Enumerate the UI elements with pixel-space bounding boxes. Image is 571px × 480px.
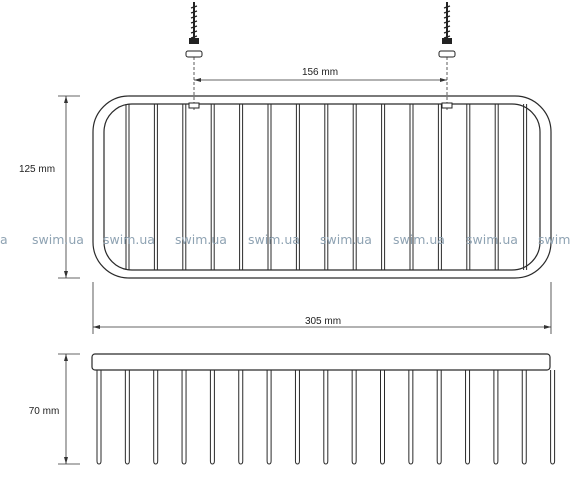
basket-top-view	[92, 95, 552, 279]
side-wire	[96, 370, 102, 465]
mount-spacing-dimension: 156 mm	[194, 67, 447, 82]
side-wire	[521, 370, 527, 465]
watermark-4: swim.ua	[248, 232, 300, 247]
watermark-6: swim.ua	[393, 232, 445, 247]
watermark-5: swim.ua	[320, 232, 372, 247]
width-dimension: 305 mm	[92, 282, 552, 334]
watermark-row: a swim.ua swim.ua swim.ua swim.ua swim.u…	[0, 232, 570, 247]
side-wire	[550, 370, 556, 465]
mount-spacing-label: 156 mm	[302, 67, 338, 78]
watermark-7: swim.ua	[466, 232, 518, 247]
width-label: 305 mm	[305, 316, 341, 327]
side-wire	[351, 370, 357, 465]
depth-dimension: 125 mm	[19, 95, 80, 279]
side-wire	[124, 370, 130, 465]
side-wire	[436, 370, 442, 465]
side-wire	[266, 370, 272, 465]
side-wire	[408, 370, 414, 465]
basket-bars-side	[96, 370, 556, 465]
watermark-partial-right: swim	[538, 232, 570, 247]
side-wire	[294, 370, 300, 465]
watermark-1: swim.ua	[32, 232, 84, 247]
side-wire	[209, 370, 215, 465]
watermark-2: swim.ua	[103, 232, 155, 247]
side-wire	[380, 370, 385, 465]
left-screw-icon	[185, 2, 203, 112]
side-wire	[181, 370, 187, 465]
basket-side-view	[91, 353, 556, 465]
side-wire	[323, 370, 329, 465]
watermark-partial-left: a	[0, 232, 8, 247]
side-wire	[493, 370, 499, 465]
watermark-3: swim.ua	[175, 232, 227, 247]
height-dimension: 70 mm	[29, 353, 80, 465]
basket-bars-top	[125, 104, 528, 270]
depth-label: 125 mm	[19, 164, 55, 175]
right-screw-icon	[438, 2, 456, 112]
height-label: 70 mm	[29, 406, 60, 417]
side-wire	[238, 370, 244, 465]
side-wire	[153, 370, 159, 465]
side-wire	[465, 370, 471, 465]
